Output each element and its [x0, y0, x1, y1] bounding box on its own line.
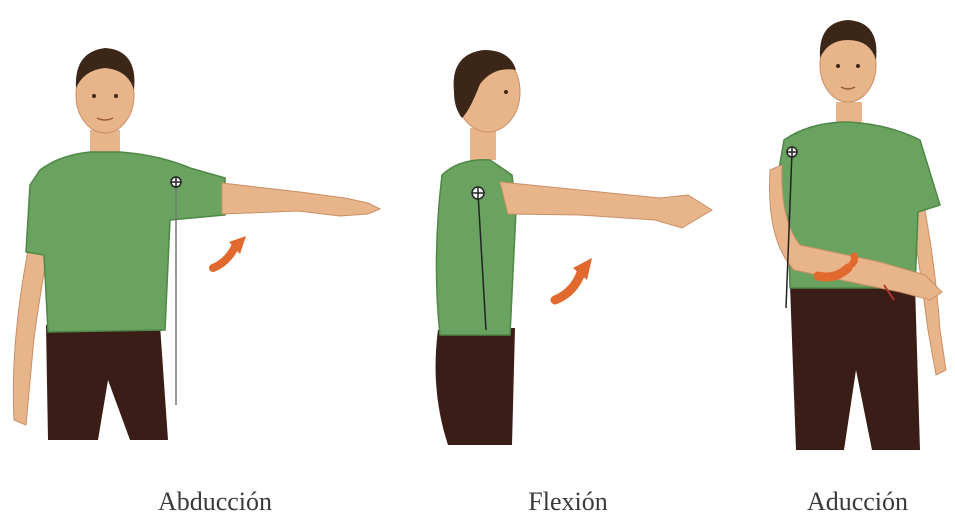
abduction-illustration — [0, 0, 400, 460]
shirt — [26, 152, 225, 332]
raised-arm — [222, 183, 380, 216]
movement-arrow — [213, 245, 236, 268]
pants — [436, 328, 515, 445]
caption-adduction: Aducción — [760, 487, 955, 517]
pants — [790, 285, 920, 450]
abduction-figure — [0, 0, 400, 460]
flexion-illustration — [420, 0, 730, 460]
adduction-figure — [760, 0, 955, 460]
caption-flexion: Flexión — [458, 487, 678, 517]
pants — [46, 325, 168, 440]
adduction-illustration — [760, 0, 955, 460]
neck — [470, 128, 496, 160]
movement-arrow — [555, 270, 582, 300]
caption-abduction: Abducción — [105, 487, 325, 517]
flexion-figure — [420, 0, 730, 460]
raised-arm — [500, 182, 712, 228]
